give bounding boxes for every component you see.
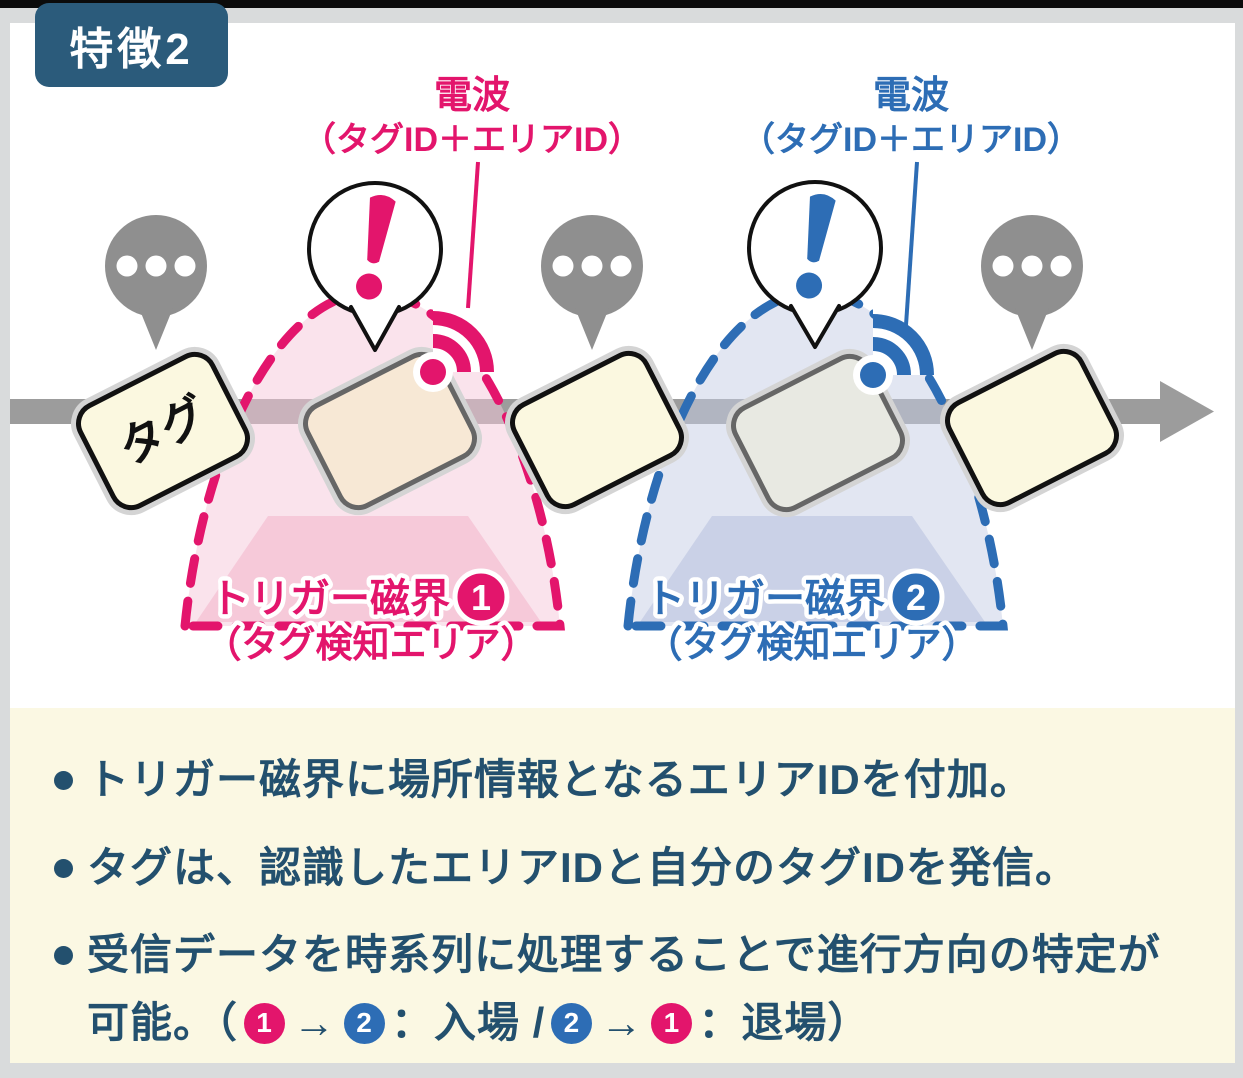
trigger-field-1-number: 1 [471, 577, 491, 618]
radio-label-blue-line1: 電波 [873, 75, 949, 117]
note-line2-suffix: ：退場） [698, 999, 871, 1047]
trigger-field-1-title: トリガー磁界 [210, 577, 450, 621]
trigger-field-2-number: 2 [906, 577, 926, 618]
idle-bubble-3 [981, 215, 1083, 350]
trigger-field-2-title: トリガー磁界 [645, 577, 885, 621]
arrow-right-glyph: → [293, 999, 337, 1047]
wifi-signal-icon-pink [413, 305, 500, 392]
note-bullet-1: トリガー磁界に場所情報となるエリアIDを付加。 [54, 752, 1205, 809]
pointer-line-pink [466, 161, 480, 309]
ellipsis-icon [116, 255, 196, 277]
circled-2-blue-badge: 2 [344, 1002, 386, 1044]
note-bullet-3-text: 受信データを時系列に処理することで進行方向の特定が [87, 931, 1161, 979]
tag-3 [505, 345, 689, 515]
tag-2 [298, 346, 482, 516]
wifi-signal-icon-blue [853, 308, 940, 395]
feature-badge: 特徴2 [35, 3, 228, 87]
idle-bubble-2 [541, 215, 643, 350]
note-bullet-2: タグは、認識したエリアIDと自分のタグIDを発信。 [54, 840, 1205, 897]
radio-label-blue-line2: （タグID＋エリアID） [741, 120, 1081, 159]
diagram-canvas: タグ [10, 75, 1214, 670]
idle-bubble-1 [105, 215, 207, 350]
note-line2-mid: ：入場 / [391, 999, 546, 1047]
circled-1-pink-icon [452, 568, 510, 626]
tag-5 [940, 343, 1124, 513]
trigger-field-1-subtitle: （タグ検知エリア） [205, 624, 538, 665]
exclamation-icon [356, 194, 396, 300]
feature-badge-label: 特徴2 [69, 25, 194, 74]
circled-1-pink-badge: 1 [651, 1002, 693, 1044]
trigger-field-2-label: トリガー磁界 2 （タグ検知エリア） [641, 568, 983, 670]
trigger-field-1-label: トリガー磁界 1 （タグ検知エリア） [200, 568, 542, 670]
circled-2-blue-badge: 2 [551, 1002, 593, 1044]
exclamation-icon [796, 193, 836, 299]
ellipsis-icon [992, 255, 1072, 277]
note-bullet-1-text: トリガー磁界に場所情報となるエリアIDを付加。 [87, 756, 1033, 803]
alert-bubble-pink [307, 181, 443, 352]
notes-section: トリガー磁界に場所情報となるエリアIDを付加。 タグは、認識したエリアIDと自分… [10, 708, 1235, 1063]
bullet-dot [54, 858, 73, 878]
top-border [0, 0, 1243, 8]
circled-1-pink-badge: 1 [244, 1002, 286, 1044]
note-bullet-3: 受信データを時系列に処理することで進行方向の特定が [54, 927, 1205, 984]
note-line2-prefix: 可能。（ [87, 999, 239, 1047]
circled-2-blue-icon [887, 568, 945, 626]
ellipsis-icon [552, 255, 632, 277]
arrow-right-glyph: → [600, 999, 644, 1047]
notes-panel-background [10, 708, 1235, 1063]
note-bullet-3-line2: 可能。（ 1 → 2 ：入場 / 2 → 1 ：退場） [87, 996, 1205, 1051]
tag-4 [726, 348, 910, 518]
pointer-line-blue [904, 161, 919, 326]
tag-1: タグ [71, 346, 255, 516]
alert-bubble-blue [747, 180, 883, 349]
bullet-dot [54, 771, 73, 790]
note-bullet-2-text: タグは、認識したエリアIDと自分のタグIDを発信。 [87, 843, 1079, 891]
radio-label-pink-line2: （タグID＋エリアID） [302, 120, 642, 159]
bullet-dot [54, 946, 73, 966]
trigger-field-2-subtitle: （タグ検知エリア） [646, 624, 979, 665]
radio-label-pink-line1: 電波 [434, 75, 510, 117]
